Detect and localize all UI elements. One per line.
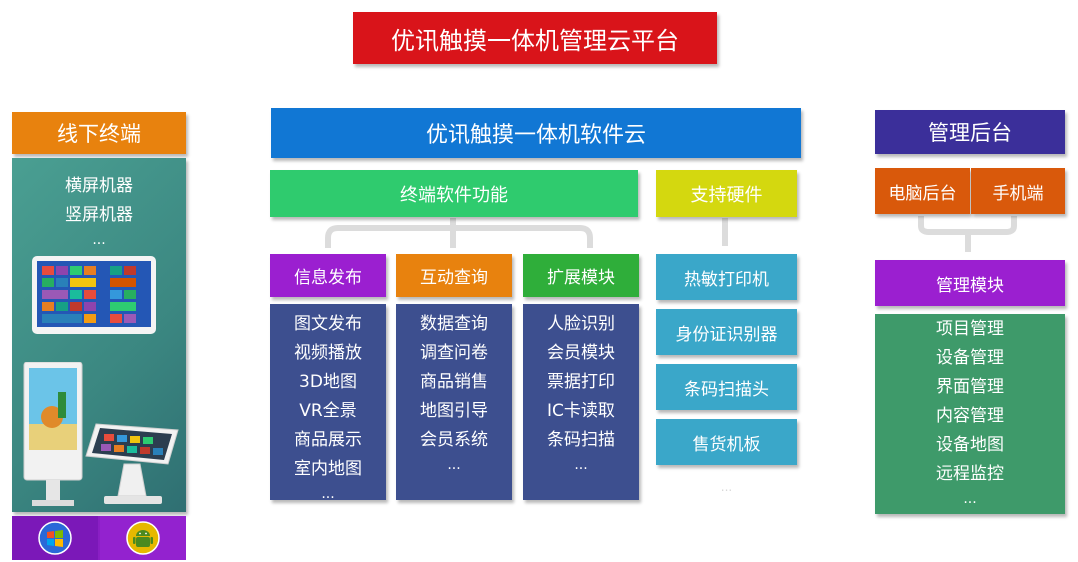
module-item: 调查问卷 bbox=[420, 343, 488, 363]
module-title: 互动查询 bbox=[420, 268, 488, 288]
module-item: 会员模块 bbox=[547, 343, 615, 363]
offline-header-text: 线下终端 bbox=[57, 122, 141, 146]
offline-item: 竖屏机器 bbox=[65, 205, 133, 225]
page-title-text: 优讯触摸一体机管理云平台 bbox=[391, 26, 679, 55]
management-item: 内容管理 bbox=[936, 406, 1004, 426]
hardware-item-id-reader: 身份证识别器 bbox=[656, 309, 797, 355]
management-module-list: 项目管理 设备管理 界面管理 内容管理 设备地图 远程监控 ... bbox=[875, 314, 1065, 514]
software-cloud-header: 优讯触摸一体机软件云 bbox=[271, 108, 801, 158]
module-item: 图文发布 bbox=[294, 314, 362, 334]
standing-kiosk-icon bbox=[23, 362, 83, 506]
hardware-support-text: 支持硬件 bbox=[690, 184, 763, 206]
module-item: VR全景 bbox=[299, 401, 357, 421]
module-title: 信息发布 bbox=[294, 268, 362, 288]
management-module-text: 管理模块 bbox=[936, 275, 1004, 296]
offline-item: 横屏机器 bbox=[65, 176, 133, 196]
offline-item-more: ... bbox=[92, 232, 106, 248]
module-item: 室内地图 bbox=[294, 459, 362, 479]
table-kiosk-icon bbox=[85, 423, 179, 504]
module-header-interactive-query: 互动查询 bbox=[396, 254, 512, 297]
pc-backend-box: 电脑后台 bbox=[875, 168, 970, 214]
management-item: 设备地图 bbox=[936, 435, 1004, 455]
module-list-info-publish: 图文发布 视频播放 3D地图 VR全景 商品展示 室内地图 ... bbox=[270, 304, 386, 502]
module-item: 商品展示 bbox=[294, 430, 362, 450]
module-list-interactive-query: 数据查询 调查问卷 商品销售 地图引导 会员系统 ... bbox=[396, 304, 512, 500]
module-item: 会员系统 bbox=[420, 430, 488, 450]
hardware-item-text: 售货机板 bbox=[692, 434, 761, 455]
terminal-functions-box: 终端软件功能 bbox=[270, 170, 638, 217]
hardware-item-vending-board: 售货机板 bbox=[656, 419, 797, 465]
pc-backend-text: 电脑后台 bbox=[888, 183, 957, 204]
module-item: 商品销售 bbox=[420, 372, 488, 392]
hardware-item-text: 条码扫描头 bbox=[684, 379, 769, 400]
module-title: 扩展模块 bbox=[547, 268, 615, 288]
module-item: 票据打印 bbox=[547, 372, 615, 392]
hardware-item-text: 热敏打印机 bbox=[684, 269, 769, 290]
module-item: 地图引导 bbox=[420, 401, 488, 421]
mobile-backend-text: 手机端 bbox=[992, 183, 1044, 204]
os-strip bbox=[12, 516, 186, 560]
android-tile bbox=[100, 516, 186, 560]
hardware-item-text: 身份证识别器 bbox=[675, 324, 778, 345]
management-item: 界面管理 bbox=[936, 377, 1004, 397]
management-item: 项目管理 bbox=[936, 319, 1004, 339]
android-icon bbox=[126, 521, 160, 555]
terminal-functions-text: 终端软件功能 bbox=[400, 184, 508, 206]
module-header-extension: 扩展模块 bbox=[523, 254, 639, 297]
backend-header-text: 管理后台 bbox=[928, 121, 1012, 145]
offline-terminals-panel: 横屏机器 竖屏机器 ... bbox=[12, 158, 186, 512]
module-item-more: ... bbox=[321, 486, 335, 502]
management-item: 设备管理 bbox=[936, 348, 1004, 368]
software-cloud-header-text: 优讯触摸一体机软件云 bbox=[425, 123, 646, 148]
module-item: 3D地图 bbox=[299, 372, 357, 392]
landscape-kiosk-icon bbox=[32, 256, 156, 334]
module-list-extension: 人脸识别 会员模块 票据打印 IC卡读取 条码扫描 ... bbox=[523, 304, 639, 500]
offline-terminals-header: 线下终端 bbox=[12, 112, 186, 154]
windows-icon bbox=[38, 521, 72, 555]
windows-tile bbox=[12, 516, 98, 560]
management-module-header: 管理模块 bbox=[875, 260, 1065, 306]
module-item: 视频播放 bbox=[294, 343, 362, 363]
module-item-more: ... bbox=[447, 457, 461, 473]
module-item: 人脸识别 bbox=[547, 314, 615, 334]
hardware-support-box: 支持硬件 bbox=[656, 170, 797, 217]
hardware-item-thermal-printer: 热敏打印机 bbox=[656, 254, 797, 300]
hardware-item-barcode-scanner: 条码扫描头 bbox=[656, 364, 797, 410]
backend-header: 管理后台 bbox=[875, 110, 1065, 154]
management-item-more: ... bbox=[963, 491, 977, 507]
mobile-backend-box: 手机端 bbox=[971, 168, 1065, 214]
module-item: 条码扫描 bbox=[547, 430, 615, 450]
module-header-info-publish: 信息发布 bbox=[270, 254, 386, 297]
module-item-more: ... bbox=[574, 457, 588, 473]
module-item: IC卡读取 bbox=[547, 401, 615, 421]
management-item: 远程监控 bbox=[936, 464, 1004, 484]
hardware-more: ... bbox=[720, 480, 733, 494]
page-title: 优讯触摸一体机管理云平台 bbox=[353, 12, 717, 64]
module-item: 数据查询 bbox=[420, 314, 488, 334]
